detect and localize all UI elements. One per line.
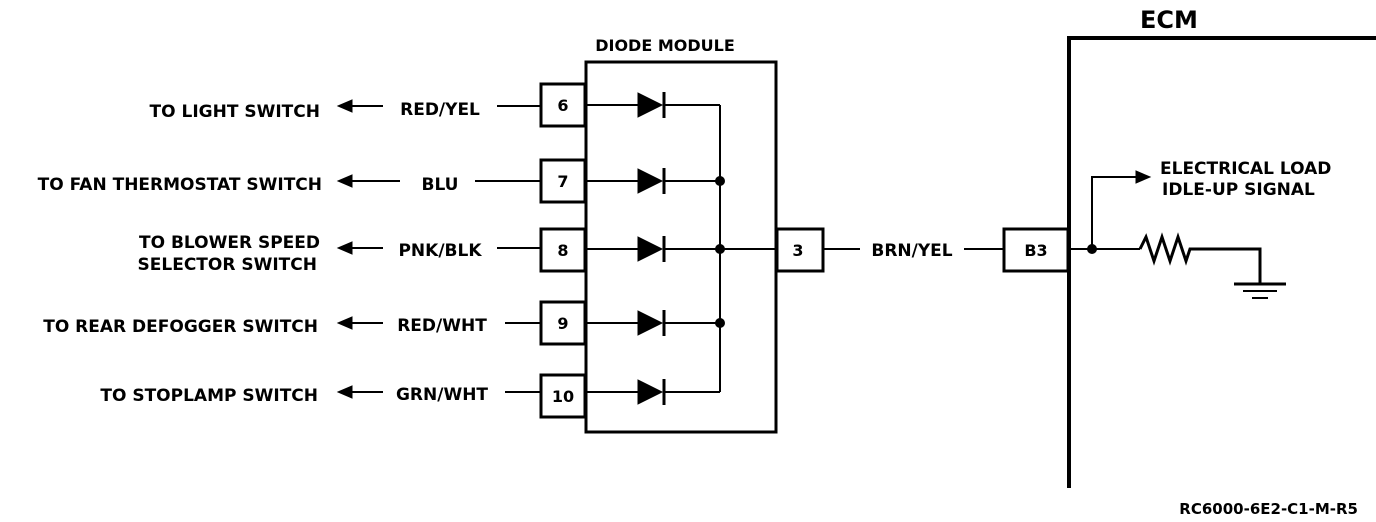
pin-box [539, 373, 587, 419]
diode-icon [637, 168, 664, 194]
pin-box [539, 300, 587, 346]
pin-box [539, 158, 587, 204]
diode-icon [637, 310, 664, 336]
pin-number: 10 [552, 387, 574, 406]
arrow-left-icon [336, 385, 353, 399]
wire-color-label: GRN/WHT [396, 385, 488, 405]
ecm-pin-box [1002, 227, 1070, 273]
diode-module-title: DIODE MODULE [595, 36, 735, 55]
junction-dot [715, 244, 725, 254]
diode-icon [637, 236, 664, 262]
circuit-row-2: TO FAN THERMOSTAT SWITCH BLU 7 [38, 158, 720, 204]
diode-module-box [584, 60, 778, 434]
wire-color-label: RED/WHT [397, 316, 487, 336]
circuit-row-5: TO STOPLAMP SWITCH GRN/WHT 10 [100, 373, 720, 419]
arrow-left-icon [336, 174, 353, 188]
circuit-row-3: TO BLOWER SPEED SELECTOR SWITCH PNK/BLK … [138, 227, 780, 275]
pin-number: 7 [557, 172, 568, 191]
diagram-code: RC6000-6E2-C1-M-R5 [1179, 500, 1358, 518]
arrow-left-icon [336, 99, 353, 113]
diode-icon [637, 379, 664, 405]
circuit-row-1: TO LIGHT SWITCH RED/YEL 6 [150, 82, 720, 128]
ground-icon [1234, 282, 1286, 299]
resistor-icon [1138, 232, 1262, 283]
destination-label: TO BLOWER SPEED [139, 233, 320, 253]
destination-label: TO FAN THERMOSTAT SWITCH [38, 175, 322, 195]
arrow-left-icon [336, 241, 353, 255]
output-wire-color: BRN/YEL [871, 241, 952, 261]
ecm-title: ECM [1140, 6, 1198, 34]
pin-number: 9 [557, 314, 568, 333]
wire-color-label: BLU [422, 175, 459, 195]
ecm-pin-number: B3 [1024, 241, 1047, 260]
destination-label: TO LIGHT SWITCH [150, 102, 320, 122]
destination-label: SELECTOR SWITCH [138, 255, 317, 275]
wire-color-label: PNK/BLK [398, 241, 482, 261]
pin-number: 6 [557, 96, 568, 115]
signal-label-line2: IDLE-UP SIGNAL [1162, 180, 1315, 200]
junction-dot [715, 176, 725, 186]
circuit-row-4: TO REAR DEFOGGER SWITCH RED/WHT 9 [43, 300, 720, 346]
arrow-left-icon [336, 316, 353, 330]
output-pin-box [775, 227, 825, 273]
pin-box [539, 227, 587, 273]
signal-lead [1091, 176, 1136, 249]
wire-color-label: RED/YEL [400, 100, 480, 120]
destination-label: TO STOPLAMP SWITCH [100, 386, 318, 406]
junction-dot [715, 318, 725, 328]
signal-label-line1: ELECTRICAL LOAD [1160, 159, 1331, 179]
pin-number: 8 [557, 241, 568, 260]
pin-box [539, 82, 587, 128]
destination-label: TO REAR DEFOGGER SWITCH [43, 317, 318, 337]
diode-icon [637, 92, 664, 118]
ecm-boundary [1067, 36, 1376, 488]
arrow-right-icon [1135, 170, 1152, 184]
output-pin-number: 3 [792, 241, 803, 260]
